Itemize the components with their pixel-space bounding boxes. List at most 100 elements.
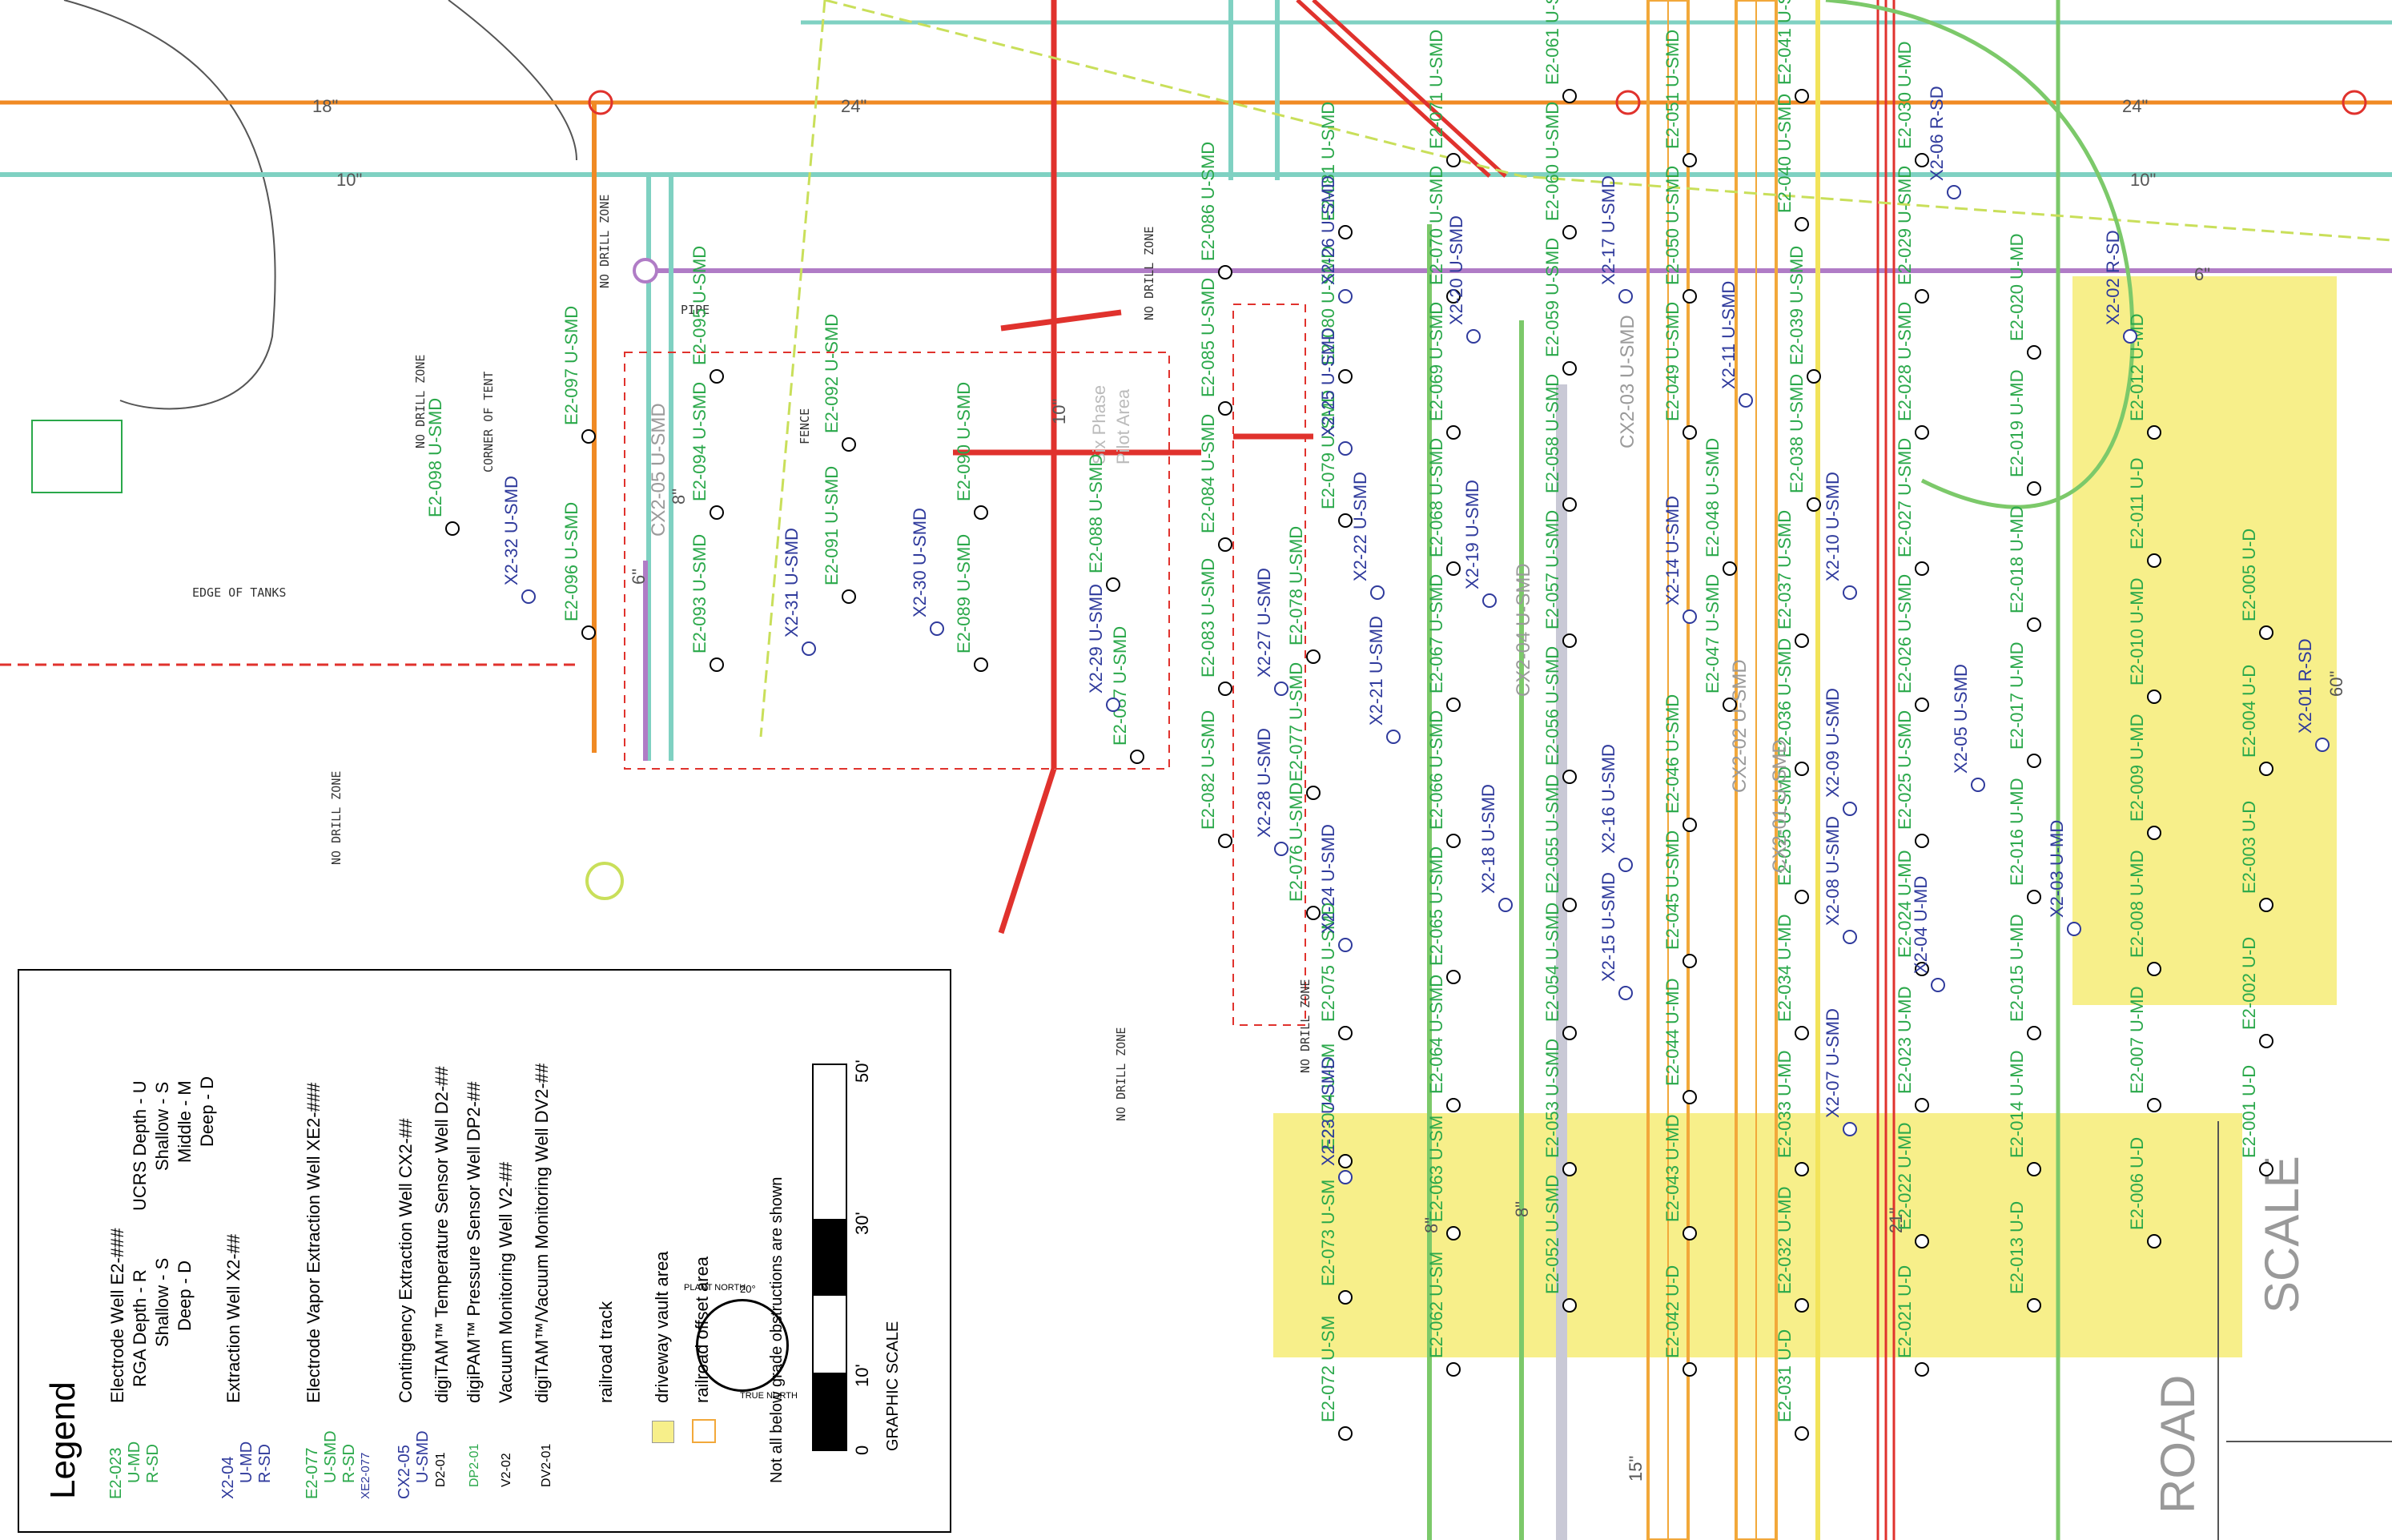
xwell-x2-08: X2-08 U-SMD [1823, 816, 1857, 944]
well-e2-095: E2-095 U-SMD [689, 246, 724, 384]
legend-e-ucrs: UCRS Depth - U [130, 1080, 150, 1211]
well-marker [1682, 289, 1697, 304]
cx-label: CX2-02 U-SMD [1729, 659, 1751, 793]
well-e2-003: E2-003 U-D [2239, 801, 2273, 912]
well-label: E2-053 U-SMD [1542, 1039, 1562, 1158]
well-label: E2-079 U-SMD [1318, 390, 1338, 509]
legend-e-d2: R-SD [144, 1444, 162, 1483]
well-marker [445, 521, 460, 536]
well-marker [1498, 898, 1513, 912]
well-label: E2-067 U-SMD [1426, 574, 1446, 694]
well-marker [521, 589, 536, 604]
green-arc [1825, 0, 2135, 509]
well-label: X2-23 U-SMD [1318, 1056, 1338, 1166]
well-label: E2-040 U-SMD [1775, 94, 1795, 213]
well-label: E2-064 U-SMD [1426, 975, 1446, 1094]
well-label: E2-061 U-SMD [1542, 0, 1562, 85]
well-label: E2-022 U-MD [1895, 1123, 1915, 1230]
well-e2-054: E2-054 U-SMD [1542, 903, 1577, 1040]
legend-e-shallow: Shallow - S [152, 1257, 172, 1347]
well-e2-065: E2-065 U-SMD [1426, 846, 1461, 984]
well-e2-039: E2-039 U-SMD [1787, 246, 1821, 384]
well-e2-083: E2-083 U-SMD [1198, 558, 1232, 696]
well-label: E2-066 U-SMD [1426, 710, 1446, 830]
well-e2-015: E2-015 U-MD [2007, 915, 2041, 1040]
well-marker [1682, 954, 1697, 968]
well-e2-028: E2-028 U-SMD [1895, 302, 1929, 440]
well-label: X2-18 U-SMD [1478, 784, 1498, 894]
cx-label: CX2-01 U-SMD [1769, 739, 1791, 873]
well-label: E2-025 U-SMD [1895, 710, 1915, 830]
well-label: E2-072 U-SM [1318, 1316, 1338, 1422]
well-marker [1370, 585, 1385, 600]
xwell-x2-02: X2-02 R-SD [2103, 230, 2137, 344]
well-label: E2-084 U-SMD [1198, 414, 1218, 533]
well-e2-004: E2-004 U-D [2239, 665, 2273, 776]
well-e2-056: E2-056 U-SMD [1542, 646, 1577, 784]
well-e2-018: E2-018 U-MD [2007, 506, 2041, 632]
lime-line [759, 0, 2392, 738]
legend-v-line: Vacuum Monitoring Well V2-## [496, 1161, 516, 1403]
well-label: E2-008 U-MD [2127, 850, 2147, 958]
legend-x-symbol: X2-04 U-MD R-SD [219, 1441, 275, 1499]
well-e2-025: E2-025 U-SMD [1895, 710, 1929, 848]
well-label: X2-02 R-SD [2103, 230, 2123, 325]
small-box [31, 420, 123, 493]
well-label: X2-16 U-SMD [1598, 744, 1618, 854]
xwell-x2-05: X2-05 U-SMD [1951, 664, 1985, 792]
well-marker [1562, 1162, 1577, 1176]
well-label: E2-052 U-SMD [1542, 1175, 1562, 1294]
well-label: E2-007 U-MD [2127, 987, 2147, 1094]
well-marker [581, 625, 596, 640]
well-label: X2-30 U-SMD [910, 508, 930, 617]
xwell-x2-18: X2-18 U-SMD [1478, 784, 1513, 912]
no-drill-zone-4: NO DRILL ZONE [1142, 227, 1156, 320]
well-e2-045: E2-045 U-SMD [1662, 830, 1697, 968]
pilot-area-boundary [624, 352, 1170, 770]
legend-rail-line: railroad track [596, 1301, 616, 1403]
well-e2-074: E2-074 U-SM [1318, 1043, 1353, 1168]
xwell-x2-23: X2-23 U-SMD [1318, 1056, 1353, 1184]
legend-xe-id: E2-077 [304, 1447, 321, 1500]
well-label: X2-31 U-SMD [782, 528, 802, 637]
well-e2-023: E2-023 U-MD [1895, 987, 1929, 1112]
well-label: E2-089 U-SMD [954, 534, 974, 653]
well-e2-090: E2-090 U-SMD [954, 382, 988, 520]
well-marker [2147, 1234, 2161, 1248]
well-marker [581, 429, 596, 444]
well-label: E2-078 U-SMD [1286, 526, 1306, 645]
well-label: E2-029 U-SMD [1895, 166, 1915, 285]
vault-area-right [2072, 276, 2337, 1005]
well-marker [1446, 153, 1461, 167]
well-e2-037: E2-037 U-SMD [1775, 510, 1809, 648]
well-marker [2315, 738, 2330, 752]
well-marker [2123, 329, 2137, 344]
well-marker [1795, 1026, 1809, 1040]
well-marker [1338, 441, 1353, 456]
well-label: E2-004 U-D [2239, 665, 2259, 758]
scale-bar [812, 1064, 847, 1451]
xwell-x2-21: X2-21 U-SMD [1366, 616, 1401, 744]
pipe-red-h [1000, 309, 1122, 332]
pipe-label-10a: 10" [336, 170, 362, 190]
well-e2-075: E2-075 U-SMD [1318, 903, 1353, 1040]
well-e2-048: E2-048 U-SMD [1703, 438, 1737, 576]
xwell-x2-01: X2-01 R-SD [2295, 638, 2330, 752]
well-label: X2-21 U-SMD [1366, 616, 1386, 726]
manhole-1 [588, 90, 613, 115]
xwell-x2-09: X2-09 U-SMD [1823, 688, 1857, 816]
well-marker [1106, 577, 1120, 592]
well-e2-080: E2-080 U-SMD [1318, 246, 1353, 384]
well-label: E2-034 U-MD [1775, 915, 1795, 1022]
cx-cx2-03: CX2-03 U-SMD [1617, 315, 1638, 448]
well-marker [2147, 425, 2161, 440]
well-e2-057: E2-057 U-SMD [1542, 510, 1577, 648]
well-marker [1723, 561, 1737, 576]
well-marker [1795, 762, 1809, 776]
well-e2-027: E2-027 U-SMD [1895, 438, 1929, 576]
xwell-x2-26: X2-26 U-SMD [1318, 175, 1353, 304]
well-label: E2-020 U-MD [2007, 234, 2027, 341]
well-marker [1618, 289, 1633, 304]
pipe-label-21: 21" [1886, 1208, 1906, 1233]
